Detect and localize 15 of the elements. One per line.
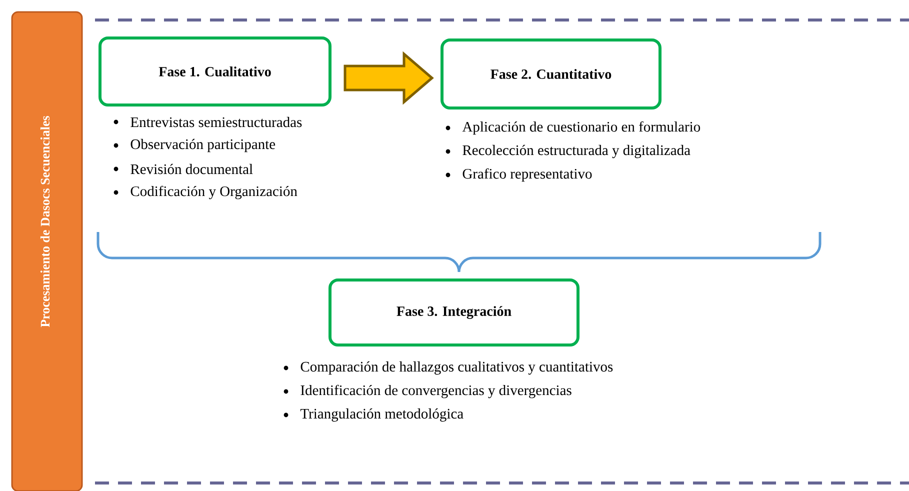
list-item: Grafico representativo [462,168,592,182]
list-item: Triangulación metodológica [300,408,464,422]
list-item: Revisión documental [130,164,253,174]
list-item: Identificación de convergencias y divergencias [300,384,572,398]
block-arrow [344,51,434,105]
phase-box: Fase 2. Cuantitativo [440,38,662,110]
list-item: Entrevistas semiestructuradas [130,116,302,128]
side-band: Procesamiento de Dasocs Secuenciales [11,11,83,491]
list-item: Comparación de hallazgos cualitativos y cuantitativos [300,361,613,375]
phase-box: Fase 1. Cualitativo [98,36,332,106]
list-item: Codificación y Organización [130,186,298,200]
list-item: Observación participante [130,138,276,152]
list-item: Aplicación de cuestionario en formulario [462,121,700,135]
list-item: Recolección estructurada y digitalizada [462,144,690,158]
phase-box: Fase 3. Integración [328,278,580,346]
